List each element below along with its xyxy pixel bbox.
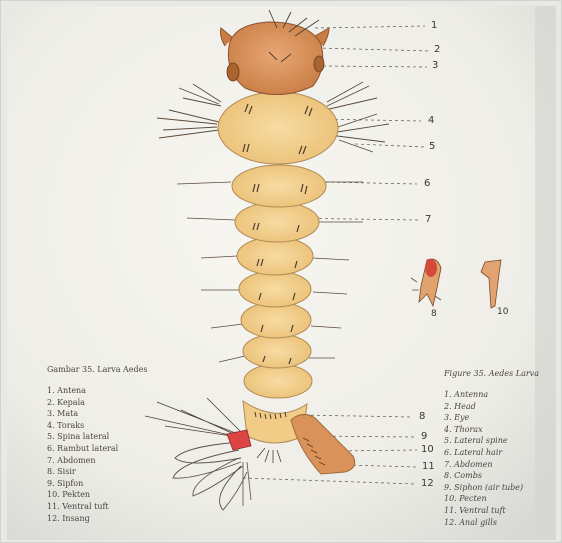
- legend-item: 10. Pekten: [47, 489, 177, 501]
- legend-item: 9. Siphon (air tube): [444, 482, 559, 494]
- legend-item: 11. Ventral tuft: [47, 501, 177, 513]
- legend-title: Gambar 35. Larva Aedes: [47, 365, 177, 375]
- legend-item: 11. Ventral tuft: [444, 505, 559, 517]
- legend-english: Figure 35. Aedes Larva 1. Antenna 2. Hea…: [444, 369, 559, 528]
- legend-item: 1. Antena: [47, 385, 177, 397]
- legend-item: 3. Mata: [47, 408, 177, 420]
- callout-number: 11: [422, 461, 435, 472]
- legend-item: 9. Sipfon: [47, 478, 177, 490]
- legend-indonesian: Gambar 35. Larva Aedes 1. Antena 2. Kepa…: [47, 365, 177, 524]
- legend-item: 7. Abdomen: [444, 459, 559, 471]
- legend-item: 1. Antenna: [444, 389, 559, 401]
- legend-item: 5. Spina lateral: [47, 431, 177, 443]
- legend-item: 4. Toraks: [47, 420, 177, 432]
- legend-item: 10. Pecten: [444, 493, 559, 505]
- legend-item: 2. Head: [444, 401, 559, 413]
- callout-number: 1: [431, 20, 437, 31]
- eye-left: [227, 63, 239, 81]
- callout-number: 5: [429, 141, 435, 152]
- callout-number: 12: [421, 478, 434, 489]
- legend-item: 8. Sisir: [47, 466, 177, 478]
- callout-number: 3: [432, 60, 438, 71]
- legend-item: 5. Lateral spine: [444, 435, 559, 447]
- callout-number: 4: [428, 115, 434, 126]
- callout-number: 9: [421, 431, 427, 442]
- callout-number: 10: [421, 444, 434, 455]
- legend-item: 6. Lateral hair: [444, 447, 559, 459]
- callout-number: 2: [434, 44, 440, 55]
- eye-right: [314, 56, 324, 72]
- callout-number: 8: [419, 411, 425, 422]
- legend-item: 7. Abdomen: [47, 455, 177, 467]
- detail-label: 10: [497, 307, 508, 317]
- legend-item: 3. Eye: [444, 412, 559, 424]
- callout-number: 7: [425, 214, 431, 225]
- legend-item: 8. Combs: [444, 470, 559, 482]
- detail-label: 8: [431, 309, 437, 319]
- legend-item: 6. Rambut lateral: [47, 443, 177, 455]
- legend-item: 12. Anal gills: [444, 517, 559, 529]
- callout-number: 6: [424, 178, 430, 189]
- legend-item: 4. Thorax: [444, 424, 559, 436]
- legend-item: 2. Kepala: [47, 397, 177, 409]
- thorax: [218, 92, 338, 164]
- legend-item: 12. Insang: [47, 513, 177, 525]
- legend-title: Figure 35. Aedes Larva: [444, 369, 559, 379]
